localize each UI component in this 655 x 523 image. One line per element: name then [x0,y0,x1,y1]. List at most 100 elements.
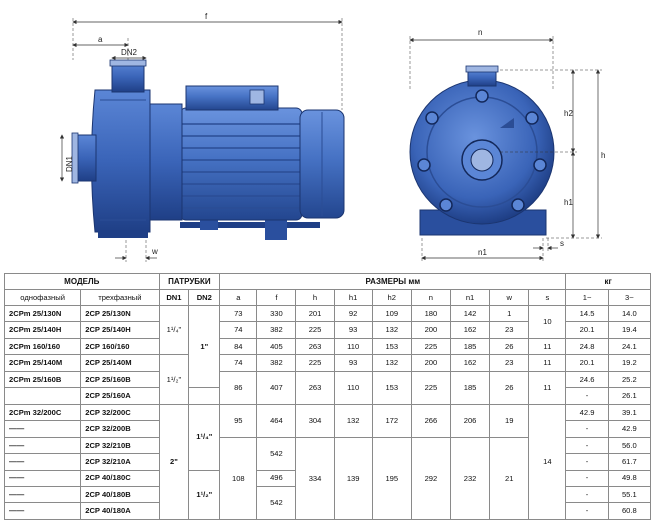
dim-f-label: f [205,12,208,21]
dim-s-label: s [560,239,564,248]
dn2-cell: 1" [188,304,221,389]
kg3-cell: 26.1 [607,387,652,405]
pump-dimension-drawing: f a DN2 [59,12,605,262]
subheader-w3: 3~ [607,289,652,306]
subheader-a: a [219,289,258,306]
w-cell: 26 [489,337,530,356]
kg3-cell: 56.0 [607,436,652,455]
three-model: 2CP 25/160B [80,370,160,389]
kg3-cell: 19.4 [607,321,652,339]
w-cell: 21 [489,436,530,521]
f-cell: 542 [256,436,297,471]
table-row: —— 2CP 40/180C 1¹/₂" 496 - 49.8 [3,469,652,521]
single-model: —— [3,485,82,504]
kg1-cell: - [565,453,609,471]
three-model: 2CP 160/160 [80,337,160,356]
three-model: 2CP 32/200B [80,420,160,438]
side-view: f a DN2 [59,12,345,262]
dn2-cell: 1¹/₂" [188,469,221,521]
dn2-cell: 1¹/₄" [188,403,221,471]
kg1-cell: 42.9 [565,403,609,422]
s-cell: 11 [528,370,567,405]
single-model: 2CPm 160/160 [3,337,82,356]
dim-w-label: w [151,247,158,256]
three-model: 2CP 32/210B [80,436,160,455]
three-model: 2CP 32/200C [80,403,160,422]
n1-cell: 232 [449,436,491,521]
f-cell: 382 [256,354,297,372]
three-model: 2CP 25/160A [80,387,160,405]
f-cell: 464 [256,403,297,438]
w-cell: 1 [489,304,530,323]
h1-cell: 92 [333,304,373,323]
kg1-cell: 20.1 [565,321,609,339]
kg3-cell: 19.2 [607,354,652,372]
s-cell: 11 [528,337,567,356]
s-cell: 10 [528,305,567,339]
subheader-n1: n1 [449,289,491,306]
a-cell: 74 [219,321,258,339]
h1-cell: 132 [333,403,373,438]
kg3-cell: 60.8 [607,502,652,520]
dim-dn1-label: DN1 [65,155,74,172]
h-cell: 225 [295,354,335,372]
h2-cell: 132 [371,354,412,372]
dn1-cell: 2" [158,403,190,521]
h1-cell: 93 [333,321,373,339]
three-model: 2CP 32/210A [80,453,160,471]
f-cell: 407 [256,370,297,405]
single-model: —— [3,436,82,455]
h-cell: 334 [295,436,335,521]
h1-cell: 93 [333,354,373,372]
h-cell: 225 [295,321,335,339]
kg1-cell: - [565,485,609,504]
dn2-cell-empty [188,387,221,405]
single-model: —— [3,502,82,520]
table-row: 2CPm 25/160B 2CP 25/160B 86 407 263 110 … [3,370,652,405]
dim-n1-label: n1 [478,248,487,257]
a-cell: 86 [219,370,258,405]
a-cell: 108 [219,436,258,521]
single-model: 2CPm 25/130N [3,304,82,323]
single-model: —— [3,469,82,487]
dim-h2-label: h2 [564,109,573,118]
h-cell: 201 [295,304,335,323]
dn1-cell: 1¹/₄" [158,304,190,356]
three-model: 2CP 40/180C [80,469,160,487]
header-dims: РАЗМЕРЫ мм [219,273,567,290]
h1-cell: 110 [333,337,373,356]
n1-cell: 206 [449,403,491,438]
three-model: 2CP 40/180B [80,485,160,504]
a-cell: 84 [219,337,258,356]
h-cell: 263 [295,370,335,405]
n-cell: 225 [410,370,451,405]
f-cell: 496 [256,469,297,487]
kg1-cell: 24.8 [565,337,609,356]
kg1-cell: - [565,387,609,405]
h-cell: 263 [295,337,335,356]
kg3-cell: 25.2 [607,370,652,389]
f-cell: 405 [256,337,297,356]
kg3-cell: 39.1 [607,403,652,422]
front-view: n h2 h1 h [409,28,605,262]
single-model: —— [3,453,82,471]
three-model: 2CP 25/140H [80,321,160,339]
kg1-cell: - [565,420,609,438]
kg3-cell: 24.1 [607,337,652,356]
table-row: 2CPm 32/200C 2CP 32/200C 2" 1¹/₄" 95 464… [3,403,652,521]
n-cell: 180 [410,304,451,323]
kg3-cell: 61.7 [607,453,652,471]
three-model: 2CP 40/180A [80,502,160,520]
n-cell: 200 [410,354,451,372]
subheader-h: h [295,289,335,306]
three-model: 2CP 25/140M [80,354,160,372]
spec-table: МОДЕЛЬ ПАТРУБКИ РАЗМЕРЫ мм кг однофазный… [3,273,652,521]
kg1-cell: - [565,436,609,455]
dim-a-label: a [98,35,103,44]
n-cell: 292 [410,436,451,521]
subheader-s: s [528,289,567,306]
kg1-cell: 14.5 [565,304,609,323]
header-model: МОДЕЛЬ [4,273,160,290]
single-model: 2CPm 25/160B [3,370,82,389]
n1-cell: 185 [449,337,491,356]
